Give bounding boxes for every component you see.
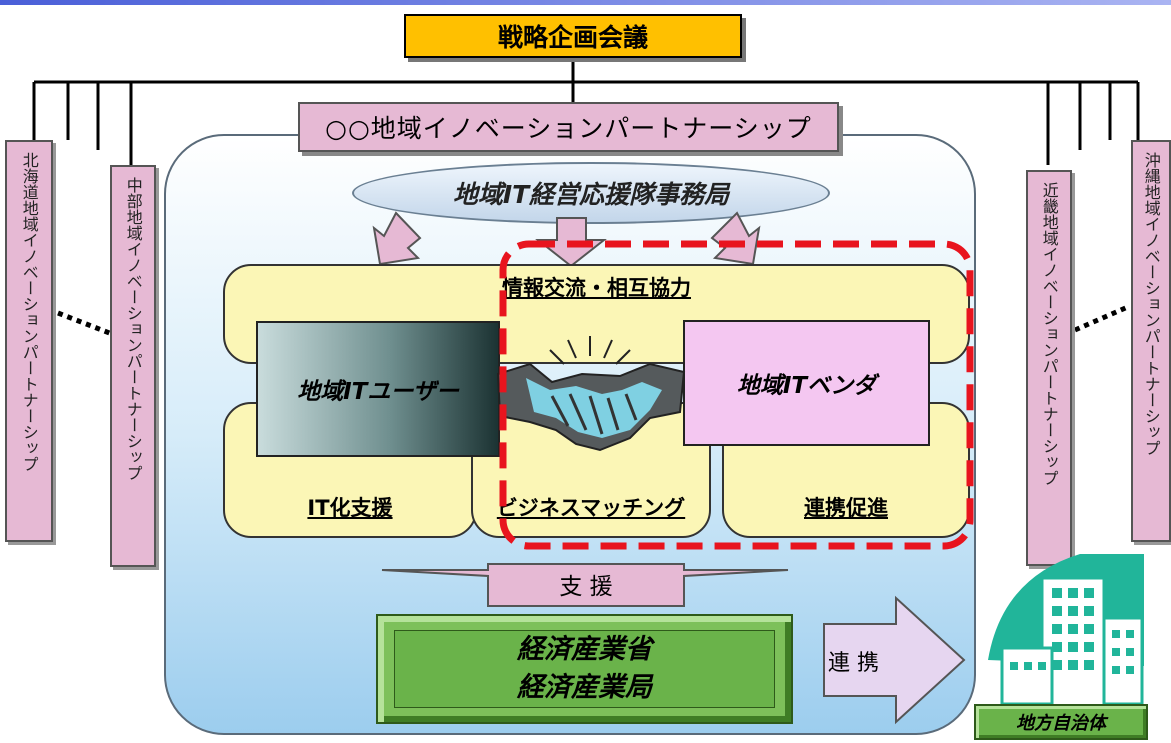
strategy-meeting-label: 戦略企画会議	[497, 23, 648, 52]
meti-line1: 経済産業省	[517, 634, 652, 666]
it-user-label: 地域ITユーザー	[297, 379, 459, 405]
partnership-banner: ○○地域イノベーションパートナーシップ	[298, 102, 839, 152]
municipality-box: 地方自治体	[974, 704, 1148, 740]
region-box-okinawa: 沖縄地域イノベーションパートナーシップ	[1131, 140, 1171, 542]
region-label-kinki: 近畿地域イノベーションパートナーシップ	[1039, 182, 1059, 486]
it-support-label: IT化支援	[307, 496, 393, 520]
building-icon	[988, 554, 1144, 708]
support-label-wrap: 支 援	[488, 568, 684, 600]
link-label: 連 携	[828, 651, 879, 676]
region-box-hokkaido: 北海道地域イノベーションパートナーシップ	[5, 140, 53, 542]
region-label-chubu: 中部地域イノベーションパートナーシップ	[123, 177, 143, 481]
meti-inner: 経済産業省 経済産業局	[394, 630, 775, 708]
info-exchange-label: 情報交流・相互協力	[502, 276, 691, 300]
link-arrow	[823, 595, 966, 725]
down-arrow-left	[372, 211, 422, 266]
it-vendor-label: 地域ITベンダ	[736, 373, 877, 399]
region-label-hokkaido: 北海道地域イノベーションパートナーシップ	[19, 152, 39, 472]
it-vendor-box: 地域ITベンダ	[683, 320, 930, 446]
top-accent-bar	[0, 0, 1171, 5]
region-box-kinki: 近畿地域イノベーションパートナーシップ	[1026, 170, 1072, 566]
it-user-box: 地域ITユーザー	[256, 321, 500, 457]
support-arrow	[381, 563, 789, 607]
handshake-icon	[496, 336, 686, 452]
info-exchange-title: 情報交流・相互協力	[223, 272, 970, 302]
municipality-label: 地方自治体	[1016, 713, 1106, 734]
down-arrow-right	[710, 211, 761, 266]
office-label: 地域IT経営応援隊事務局	[452, 180, 730, 209]
meti-line2: 経済産業局	[517, 672, 652, 703]
office-ellipse: 地域IT経営応援隊事務局	[352, 162, 830, 224]
business-matching-label: ビジネスマッチング	[496, 496, 686, 520]
region-box-chubu: 中部地域イノベーションパートナーシップ	[110, 165, 156, 567]
strategy-meeting-box: 戦略企画会議	[404, 14, 742, 58]
cooperation-label: 連携促進	[804, 496, 888, 520]
partnership-label: ○○地域イノベーションパートナーシップ	[325, 114, 812, 143]
link-label-wrap: 連 携	[828, 646, 912, 676]
meti-box: 経済産業省 経済産業局	[376, 614, 793, 724]
support-label: 支 援	[559, 574, 613, 600]
region-label-okinawa: 沖縄地域イノベーションパートナーシップ	[1141, 152, 1161, 456]
